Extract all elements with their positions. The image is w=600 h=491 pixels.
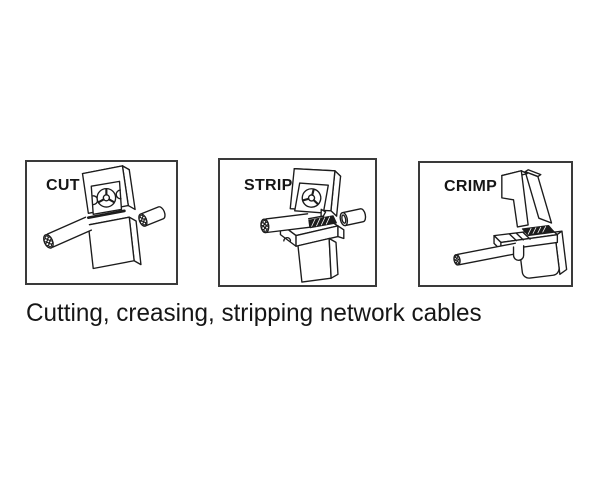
strip-tool-drawing	[260, 168, 367, 283]
front-press-ram	[501, 170, 529, 228]
cut-cable-piece	[138, 206, 166, 227]
crimp-contacts	[521, 224, 555, 237]
jacket-tube-piece	[339, 208, 367, 227]
crimp-tool-drawing	[453, 169, 568, 279]
cut-tool-drawing	[43, 165, 166, 270]
cable-clip	[512, 245, 525, 261]
cut-step-panel: CUT	[25, 160, 178, 285]
network-cable-drawing	[453, 242, 518, 266]
crimp-step-label: CRIMP	[444, 178, 498, 195]
crimp-step-panel: CRIMP	[418, 161, 573, 287]
back-press-plate	[524, 169, 553, 224]
cut-step-label: CUT	[46, 177, 80, 194]
stripped-wires	[306, 215, 337, 229]
strip-step-panel: STRIP	[218, 158, 377, 287]
upper-die-block	[289, 168, 342, 221]
upper-die-block	[81, 165, 136, 215]
network-cable-drawing	[260, 213, 310, 234]
caption-text: Cutting, creasing, stripping network cab…	[26, 299, 482, 327]
network-cable-drawing	[43, 216, 93, 249]
strip-step-label: STRIP	[244, 177, 293, 194]
cutting-slot	[86, 209, 126, 220]
lower-die-block	[87, 216, 142, 270]
